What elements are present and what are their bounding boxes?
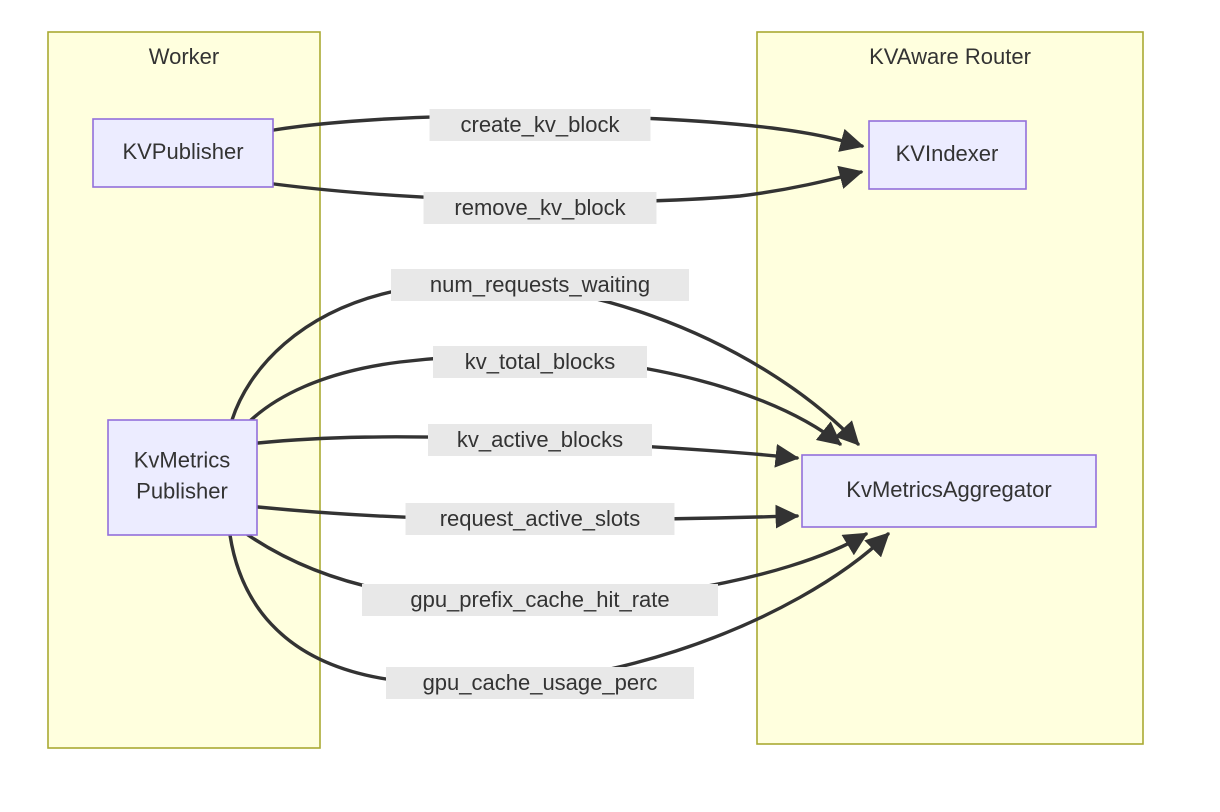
node-box[interactable] (801, 454, 1097, 528)
node-label: KVPublisher (122, 139, 243, 164)
edge-label-background (428, 424, 652, 456)
edge-create-kv-block-label: create_kv_block (429, 109, 651, 141)
node-label: Publisher (136, 478, 228, 503)
edge-num-requests-waiting-label: num_requests_waiting (391, 269, 689, 301)
edge-label-background (386, 667, 694, 699)
node-label: KvMetricsAggregator (846, 477, 1051, 502)
node-kvpublisher[interactable]: KVPublisher (92, 118, 274, 188)
edge-label-text: gpu_cache_usage_perc (423, 670, 658, 695)
edge-label-background (391, 269, 689, 301)
edge-remove-kv-block-label: remove_kv_block (423, 192, 657, 224)
node-label: KvMetrics (134, 447, 231, 472)
edge-label-text: kv_active_blocks (457, 427, 623, 452)
edge-gpu-cache-usage-perc-label: gpu_cache_usage_perc (386, 667, 694, 699)
edge-label-background (423, 192, 657, 224)
edge-label-background (433, 346, 647, 378)
edge-label-text: gpu_prefix_cache_hit_rate (410, 587, 669, 612)
node-kvindexer[interactable]: KVIndexer (868, 120, 1027, 190)
node-box[interactable] (868, 120, 1027, 190)
edge-label-text: remove_kv_block (454, 195, 626, 220)
edge-label-background (362, 584, 718, 616)
edge-label-group: create_kv_block remove_kv_block num_reques… (362, 109, 718, 699)
edge-kv-total-blocks-label: kv_total_blocks (433, 346, 647, 378)
edge-label-text: request_active_slots (440, 506, 641, 531)
cluster-title: Worker (149, 44, 220, 69)
edge-label-background (429, 109, 651, 141)
cluster-title: KVAware Router (869, 44, 1031, 69)
edge-request-active-slots-label: request_active_slots (405, 503, 675, 535)
edge-label-text: create_kv_block (461, 112, 621, 137)
node-kvmetricsaggregator[interactable]: KvMetricsAggregator (801, 454, 1097, 528)
edge-label-background (405, 503, 675, 535)
edge-label-text: num_requests_waiting (430, 272, 650, 297)
node-box[interactable] (92, 118, 274, 188)
edge-gpu-prefix-cache-hit-rate-label: gpu_prefix_cache_hit_rate (362, 584, 718, 616)
edge-create-kv-block (272, 113, 865, 152)
edge-label-text: kv_total_blocks (465, 349, 615, 374)
edge-kv-active-blocks-label: kv_active_blocks (428, 424, 652, 456)
edge-remove-kv-block (272, 165, 864, 204)
node-label: KVIndexer (896, 141, 999, 166)
node-box[interactable] (107, 419, 258, 536)
